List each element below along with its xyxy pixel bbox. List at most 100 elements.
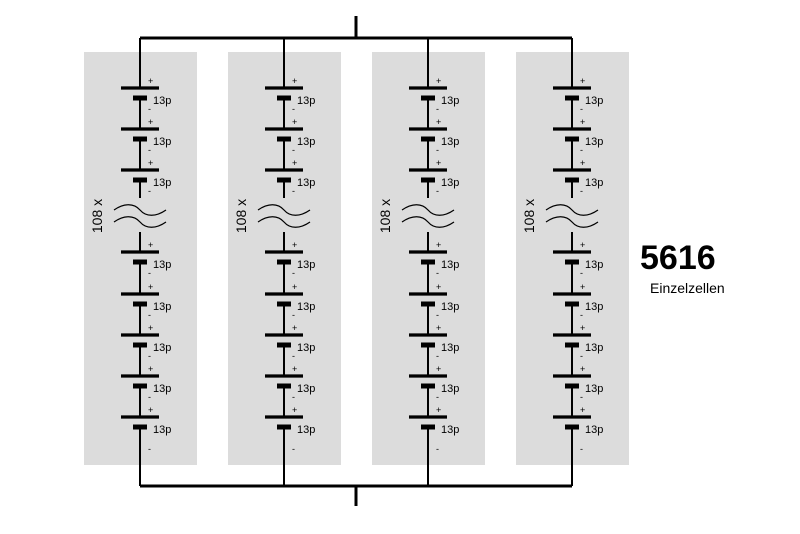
cell-plus-sign: + — [580, 364, 585, 374]
cell-label: 13p — [297, 259, 315, 271]
cell-label: 13p — [441, 136, 459, 148]
cell-plus-sign: + — [148, 76, 153, 86]
cell-label: 13p — [585, 383, 603, 395]
cell-label: 13p — [585, 95, 603, 107]
cell-label: 13p — [297, 177, 315, 189]
cell-label: 13p — [297, 383, 315, 395]
cell-minus-sign: - — [292, 186, 295, 196]
cell-label: 13p — [441, 424, 459, 436]
cell-plus-sign: + — [292, 282, 297, 292]
cell-label: 13p — [153, 259, 171, 271]
cell-label: 13p — [585, 301, 603, 313]
cell-plus-sign: + — [148, 240, 153, 250]
cell-label: 13p — [441, 342, 459, 354]
cell-plus-sign: + — [580, 323, 585, 333]
cell-label: 13p — [441, 95, 459, 107]
cell-label: 13p — [153, 424, 171, 436]
cell-label: 13p — [297, 342, 315, 354]
cell-label: 13p — [297, 136, 315, 148]
cell-minus-sign: - — [148, 186, 151, 196]
cell-plus-sign: + — [292, 364, 297, 374]
string-count-label: 108 x — [521, 199, 537, 233]
cell-minus-sign: - — [148, 104, 151, 114]
cell-minus-sign: - — [436, 268, 439, 278]
cell-plus-sign: + — [580, 76, 585, 86]
cell-minus-sign: - — [292, 310, 295, 320]
string-minus-sign: - — [580, 444, 583, 454]
cell-minus-sign: - — [580, 268, 583, 278]
cell-label: 13p — [153, 342, 171, 354]
cell-minus-sign: - — [292, 351, 295, 361]
string-minus-sign: - — [292, 444, 295, 454]
cell-plus-sign: + — [580, 240, 585, 250]
cell-label: 13p — [585, 424, 603, 436]
cell-minus-sign: - — [580, 310, 583, 320]
cell-plus-sign: + — [148, 405, 153, 415]
cell-plus-sign: + — [436, 323, 441, 333]
cell-minus-sign: - — [148, 145, 151, 155]
cell-minus-sign: - — [436, 351, 439, 361]
cell-plus-sign: + — [436, 364, 441, 374]
cell-minus-sign: - — [436, 310, 439, 320]
cell-plus-sign: + — [436, 117, 441, 127]
cell-minus-sign: - — [148, 392, 151, 402]
break-wave-line — [545, 216, 599, 228]
cell-label: 13p — [585, 259, 603, 271]
cell-minus-sign: - — [148, 310, 151, 320]
cell-label: 13p — [585, 342, 603, 354]
cell-plus-sign: + — [436, 76, 441, 86]
cell-plus-sign: + — [436, 158, 441, 168]
cell-plus-sign: + — [148, 282, 153, 292]
cell-label: 13p — [297, 95, 315, 107]
string-minus-sign: - — [148, 444, 151, 454]
cell-label: 13p — [441, 301, 459, 313]
string-count-label: 108 x — [89, 199, 105, 233]
cell-minus-sign: - — [436, 145, 439, 155]
string-count-label: 108 x — [233, 199, 249, 233]
cell-plus-sign: + — [292, 117, 297, 127]
cell-plus-sign: + — [148, 364, 153, 374]
string-minus-sign: - — [436, 444, 439, 454]
cell-minus-sign: - — [580, 392, 583, 402]
cell-plus-sign: + — [292, 240, 297, 250]
cell-label: 13p — [153, 301, 171, 313]
cell-plus-sign: + — [580, 158, 585, 168]
cell-minus-sign: - — [580, 145, 583, 155]
cell-minus-sign: - — [292, 268, 295, 278]
total-cells-block: 5616 Einzelzellen — [640, 238, 760, 296]
cell-plus-sign: + — [148, 323, 153, 333]
cell-minus-sign: - — [148, 351, 151, 361]
cell-plus-sign: + — [580, 405, 585, 415]
cell-minus-sign: - — [436, 186, 439, 196]
cell-label: 13p — [153, 383, 171, 395]
cell-minus-sign: - — [580, 351, 583, 361]
cell-minus-sign: - — [148, 268, 151, 278]
cell-label: 13p — [153, 177, 171, 189]
cell-plus-sign: + — [292, 158, 297, 168]
cell-minus-sign: - — [292, 392, 295, 402]
cell-plus-sign: + — [148, 158, 153, 168]
cell-plus-sign: + — [580, 282, 585, 292]
string-count-label: 108 x — [377, 199, 393, 233]
cell-label: 13p — [441, 259, 459, 271]
cell-label: 13p — [153, 95, 171, 107]
cell-label: 13p — [441, 177, 459, 189]
cell-plus-sign: + — [292, 405, 297, 415]
break-wave-line — [113, 216, 167, 228]
cell-plus-sign: + — [436, 405, 441, 415]
cell-plus-sign: + — [436, 240, 441, 250]
cell-minus-sign: - — [580, 104, 583, 114]
cell-minus-sign: - — [292, 145, 295, 155]
cell-minus-sign: - — [436, 392, 439, 402]
break-wave-line — [257, 204, 311, 216]
cell-label: 13p — [297, 301, 315, 313]
cell-minus-sign: - — [292, 104, 295, 114]
cell-label: 13p — [297, 424, 315, 436]
cell-plus-sign: + — [292, 323, 297, 333]
break-wave-line — [257, 216, 311, 228]
cell-minus-sign: - — [436, 104, 439, 114]
total-cell-count: 5616 — [640, 239, 716, 277]
break-wave-line — [545, 204, 599, 216]
total-cell-label: Einzelzellen — [650, 280, 725, 296]
